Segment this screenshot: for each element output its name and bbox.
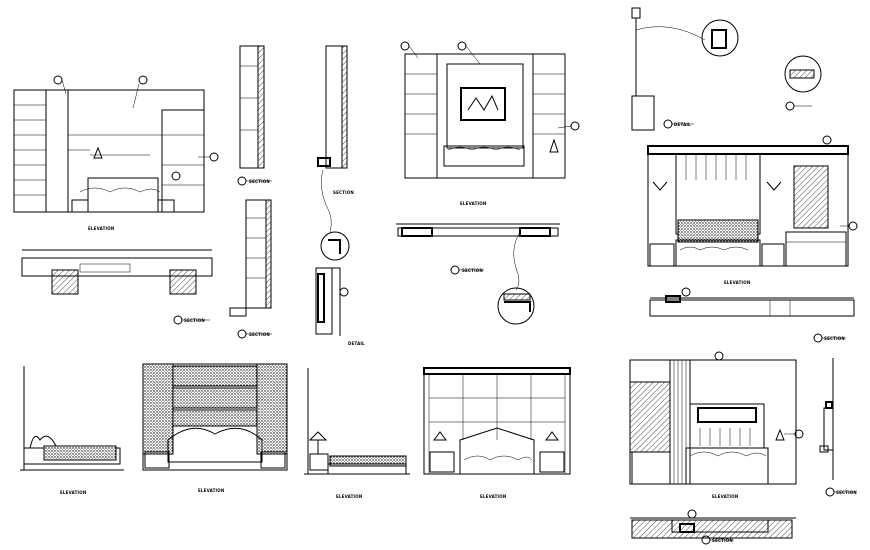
- right-plan-label: SECTION: [824, 336, 845, 341]
- bottom-plan-section: SECTION: [630, 509, 796, 545]
- quilted-bed-label: ELEVATION: [198, 488, 224, 493]
- side-detail-label: DETAIL: [348, 341, 365, 346]
- bed-side-elevation-1: ELEVATION: [20, 366, 124, 495]
- bedroom-right-label: ELEVATION: [724, 280, 750, 285]
- hanging-detail: DETAIL: [631, 7, 822, 131]
- wardrobe-plan-section: SECTION: [21, 249, 213, 325]
- hanging-detail-label: DETAIL: [674, 122, 691, 127]
- panelled-headboard-label: ELEVATION: [480, 494, 506, 499]
- far-right-section: SECTION: [819, 358, 857, 497]
- bottom-plan-label: SECTION: [712, 538, 733, 543]
- far-right-label: SECTION: [836, 490, 857, 495]
- wardrobe-elevation-label: ELEVATION: [88, 226, 114, 231]
- bed-side-elevation-2: ELEVATION: [304, 368, 410, 499]
- side-detail: DETAIL: [315, 267, 365, 346]
- quilted-bed-elevation: ELEVATION: [142, 363, 288, 493]
- wardrobe-elevation: ELEVATION: [13, 75, 219, 231]
- center-plan-section: SECTION: [396, 223, 560, 325]
- panelled-headboard-elevation: ELEVATION: [423, 367, 571, 499]
- framed-wall-label: ELEVATION: [460, 201, 486, 206]
- shelf-section-1-label: SECTION: [249, 179, 270, 184]
- bed-side-1-label: ELEVATION: [60, 490, 86, 495]
- shelf-section-3-label: SECTION: [249, 332, 270, 337]
- bedroom-elevation-right: ELEVATION: [647, 135, 858, 285]
- shelf-section-2-label: SECTION: [333, 190, 354, 195]
- tv-wall-elevation: ELEVATION: [629, 351, 804, 499]
- shelf-section-2: SECTION: [317, 45, 354, 261]
- tv-wall-label: ELEVATION: [712, 494, 738, 499]
- center-plan-label: SECTION: [462, 268, 483, 273]
- wardrobe-plan-label: SECTION: [184, 318, 205, 323]
- bed-side-2-label: ELEVATION: [336, 494, 362, 499]
- shelf-section-1: SECTION: [237, 45, 272, 186]
- right-plan-section: SECTION: [649, 287, 855, 343]
- shelf-section-3: SECTION: [229, 199, 272, 339]
- framed-wall-elevation: ELEVATION: [400, 41, 580, 206]
